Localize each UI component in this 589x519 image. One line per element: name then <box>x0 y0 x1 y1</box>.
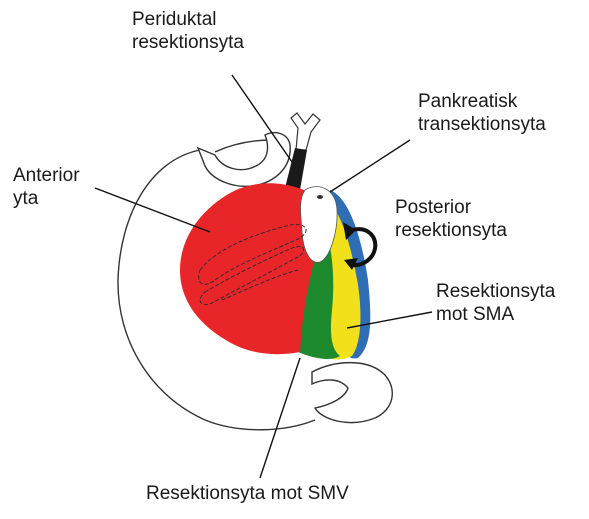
leader-anterior <box>95 188 210 232</box>
label-periductal: Periduktal resektionsyta <box>132 8 244 54</box>
label-anterior-line2: yta <box>13 187 80 210</box>
bile-duct <box>291 113 320 150</box>
pancreatic-duct-dot <box>317 195 323 199</box>
label-anterior-line1: Anterior <box>13 164 80 187</box>
label-pancreatic-line2: transektionsyta <box>418 113 546 136</box>
label-sma-line1: Resektionsyta <box>436 280 555 303</box>
label-periductal-line2: resektionsyta <box>132 31 244 54</box>
label-posterior-line1: Posterior <box>395 196 507 219</box>
duodenum-lower-outline <box>312 363 392 423</box>
label-smv: Resektionsyta mot SMV <box>146 482 349 505</box>
label-pancreatic: Pankreatisk transektionsyta <box>418 90 546 136</box>
label-smv-line1: Resektionsyta mot SMV <box>146 482 349 505</box>
label-pancreatic-line1: Pankreatisk <box>418 90 546 113</box>
label-posterior-line2: resektionsyta <box>395 219 507 242</box>
leader-periductal <box>232 75 292 162</box>
duodenum-upper-outline <box>198 133 290 187</box>
label-periductal-line1: Periduktal <box>132 8 244 31</box>
label-sma-line2: mot SMA <box>436 303 555 326</box>
label-posterior: Posterior resektionsyta <box>395 196 507 242</box>
leader-smv <box>260 358 300 478</box>
label-anterior: Anterior yta <box>13 164 80 210</box>
label-sma: Resektionsyta mot SMA <box>436 280 555 326</box>
leader-pancreatic <box>330 140 410 192</box>
